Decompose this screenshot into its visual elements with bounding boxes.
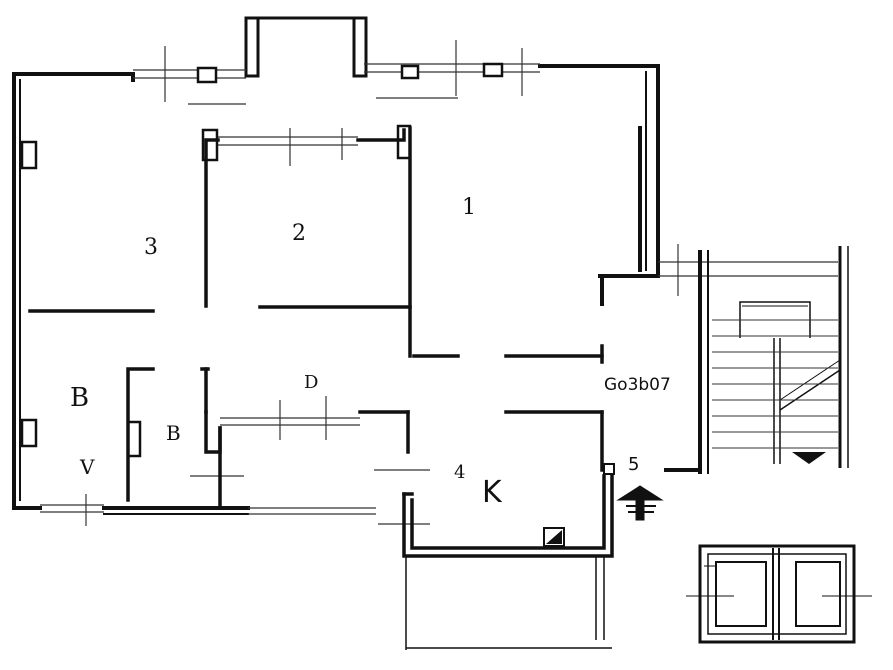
outer-walls <box>12 16 660 515</box>
room-labels: 1 2 3 B B 4 K V D <box>70 195 503 510</box>
mark-b-label: D <box>304 372 318 393</box>
mark-a-label: V <box>79 455 95 479</box>
kitchen-prefix-label: 4 <box>454 462 465 483</box>
kitchen-label: K <box>482 475 503 510</box>
elevator-shaft <box>686 544 872 644</box>
interior-walls <box>28 126 614 558</box>
room-3-label: 3 <box>144 235 158 260</box>
stair-marker-square <box>603 463 615 475</box>
chimney-mark <box>543 527 565 547</box>
window-frames <box>20 62 504 458</box>
stair-treads <box>712 319 838 449</box>
staircase <box>664 246 849 474</box>
bath-1-label: B <box>70 383 89 413</box>
room-1-label: 1 <box>462 195 476 220</box>
drawing-code: Go3b07 <box>604 375 671 395</box>
room-2-label: 2 <box>292 221 306 246</box>
stair-number: 5 <box>628 454 639 475</box>
bath-2-label: B <box>166 421 181 445</box>
entrance-arrow <box>616 485 664 521</box>
window-lines <box>40 40 838 526</box>
balcony-lines <box>405 556 612 650</box>
stair-down-arrow <box>792 452 826 464</box>
